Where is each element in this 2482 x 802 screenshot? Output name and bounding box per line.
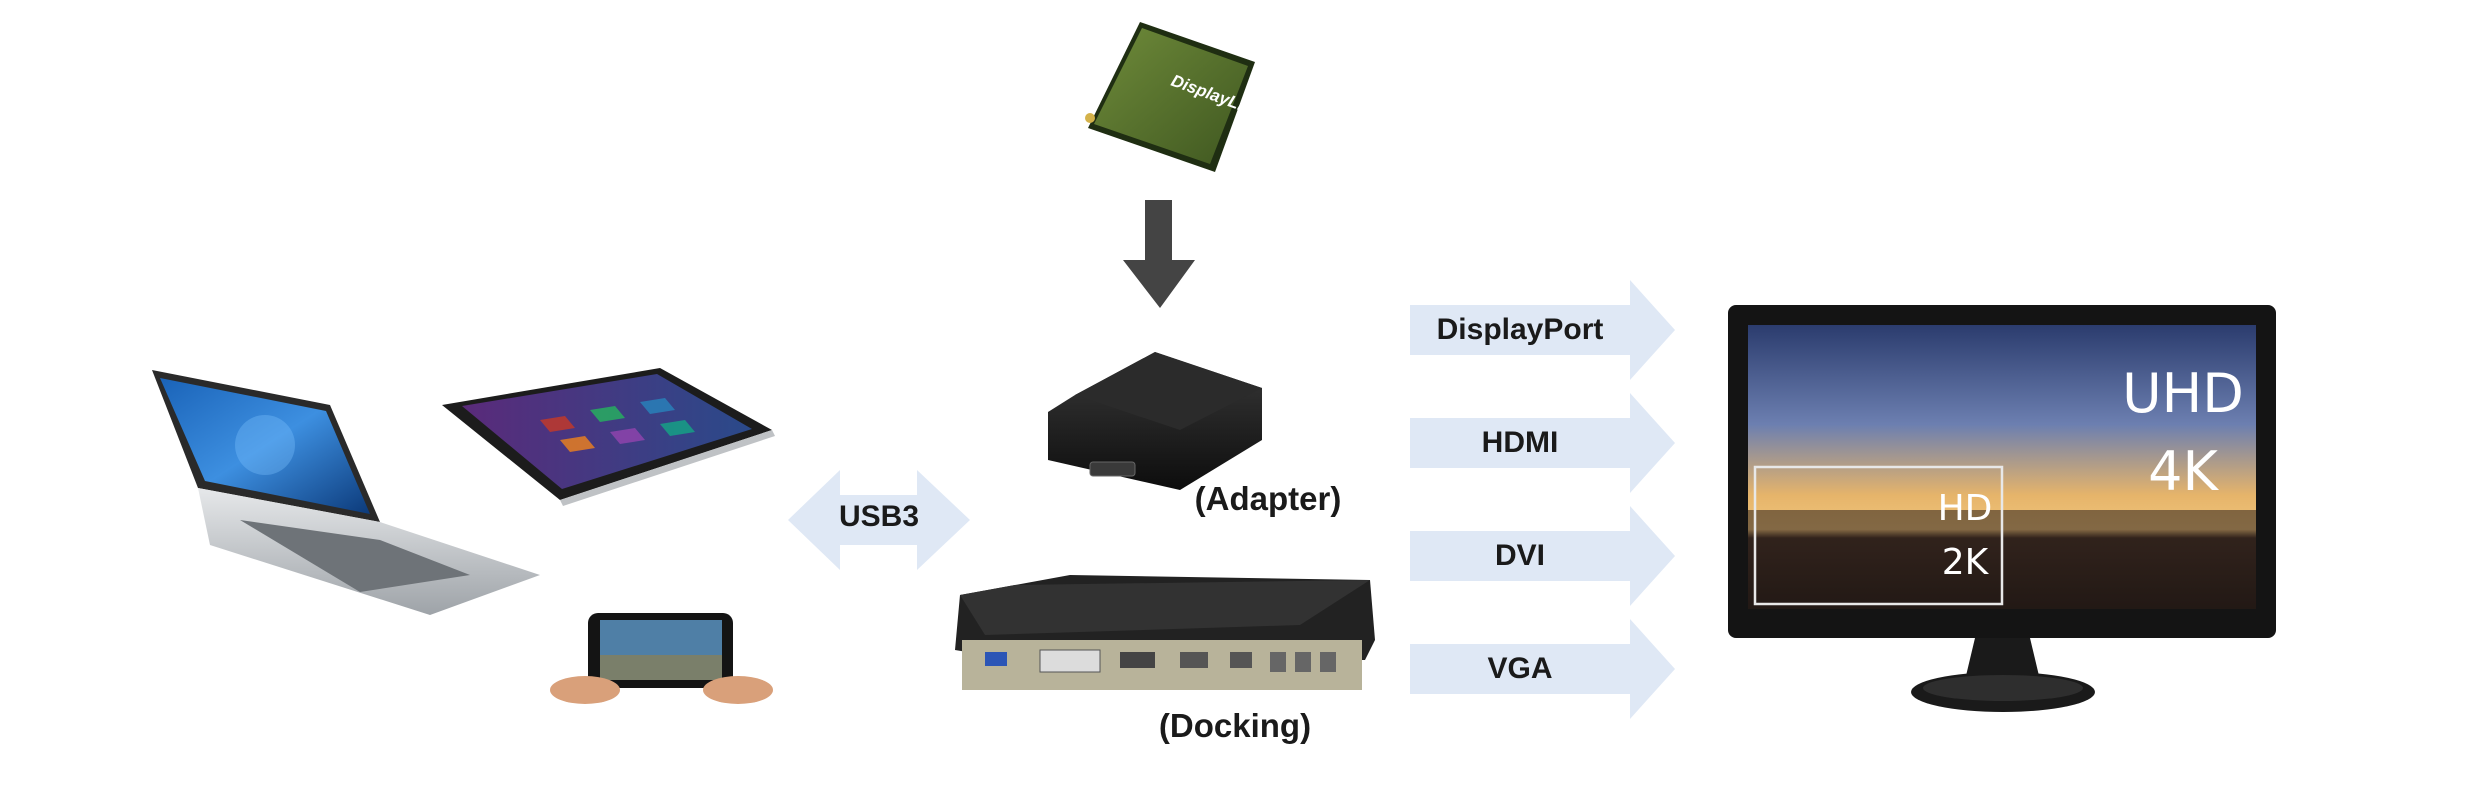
vga-arrow <box>1410 619 1675 719</box>
adapter-label: (Adapter) <box>1194 480 1342 517</box>
laptop-icon <box>152 370 540 615</box>
monitor-icon <box>1728 305 2276 712</box>
2k-label: 2K <box>1941 542 1989 583</box>
docking-label: (Docking) <box>1158 707 1312 744</box>
output-arrows <box>1410 280 1675 719</box>
smartphone-icon <box>550 613 773 704</box>
displayport-arrow <box>1410 280 1675 380</box>
output-label-dvi: DVI <box>1494 539 1545 572</box>
docking-station-icon <box>955 575 1375 690</box>
usb3-label: USB3 <box>838 500 920 533</box>
adapter-icon <box>1048 352 1262 490</box>
uhd-label: UHD <box>2122 362 2244 425</box>
tablet-icon <box>442 368 775 506</box>
output-label-hdmi: HDMI <box>1481 426 1559 459</box>
output-label-vga: VGA <box>1487 652 1553 685</box>
displaylink-chip-icon: DisplayLink <box>1085 22 1266 172</box>
hd-region-box <box>1753 465 2004 606</box>
down-arrow-icon <box>1123 200 1195 308</box>
4k-label: 4K <box>2148 440 2218 503</box>
usb3-double-arrow <box>788 470 970 570</box>
hd-label: HD <box>1937 488 1993 529</box>
hdmi-arrow <box>1410 393 1675 493</box>
dvi-arrow <box>1410 506 1675 606</box>
output-label-displayport: DisplayPort <box>1436 313 1604 346</box>
